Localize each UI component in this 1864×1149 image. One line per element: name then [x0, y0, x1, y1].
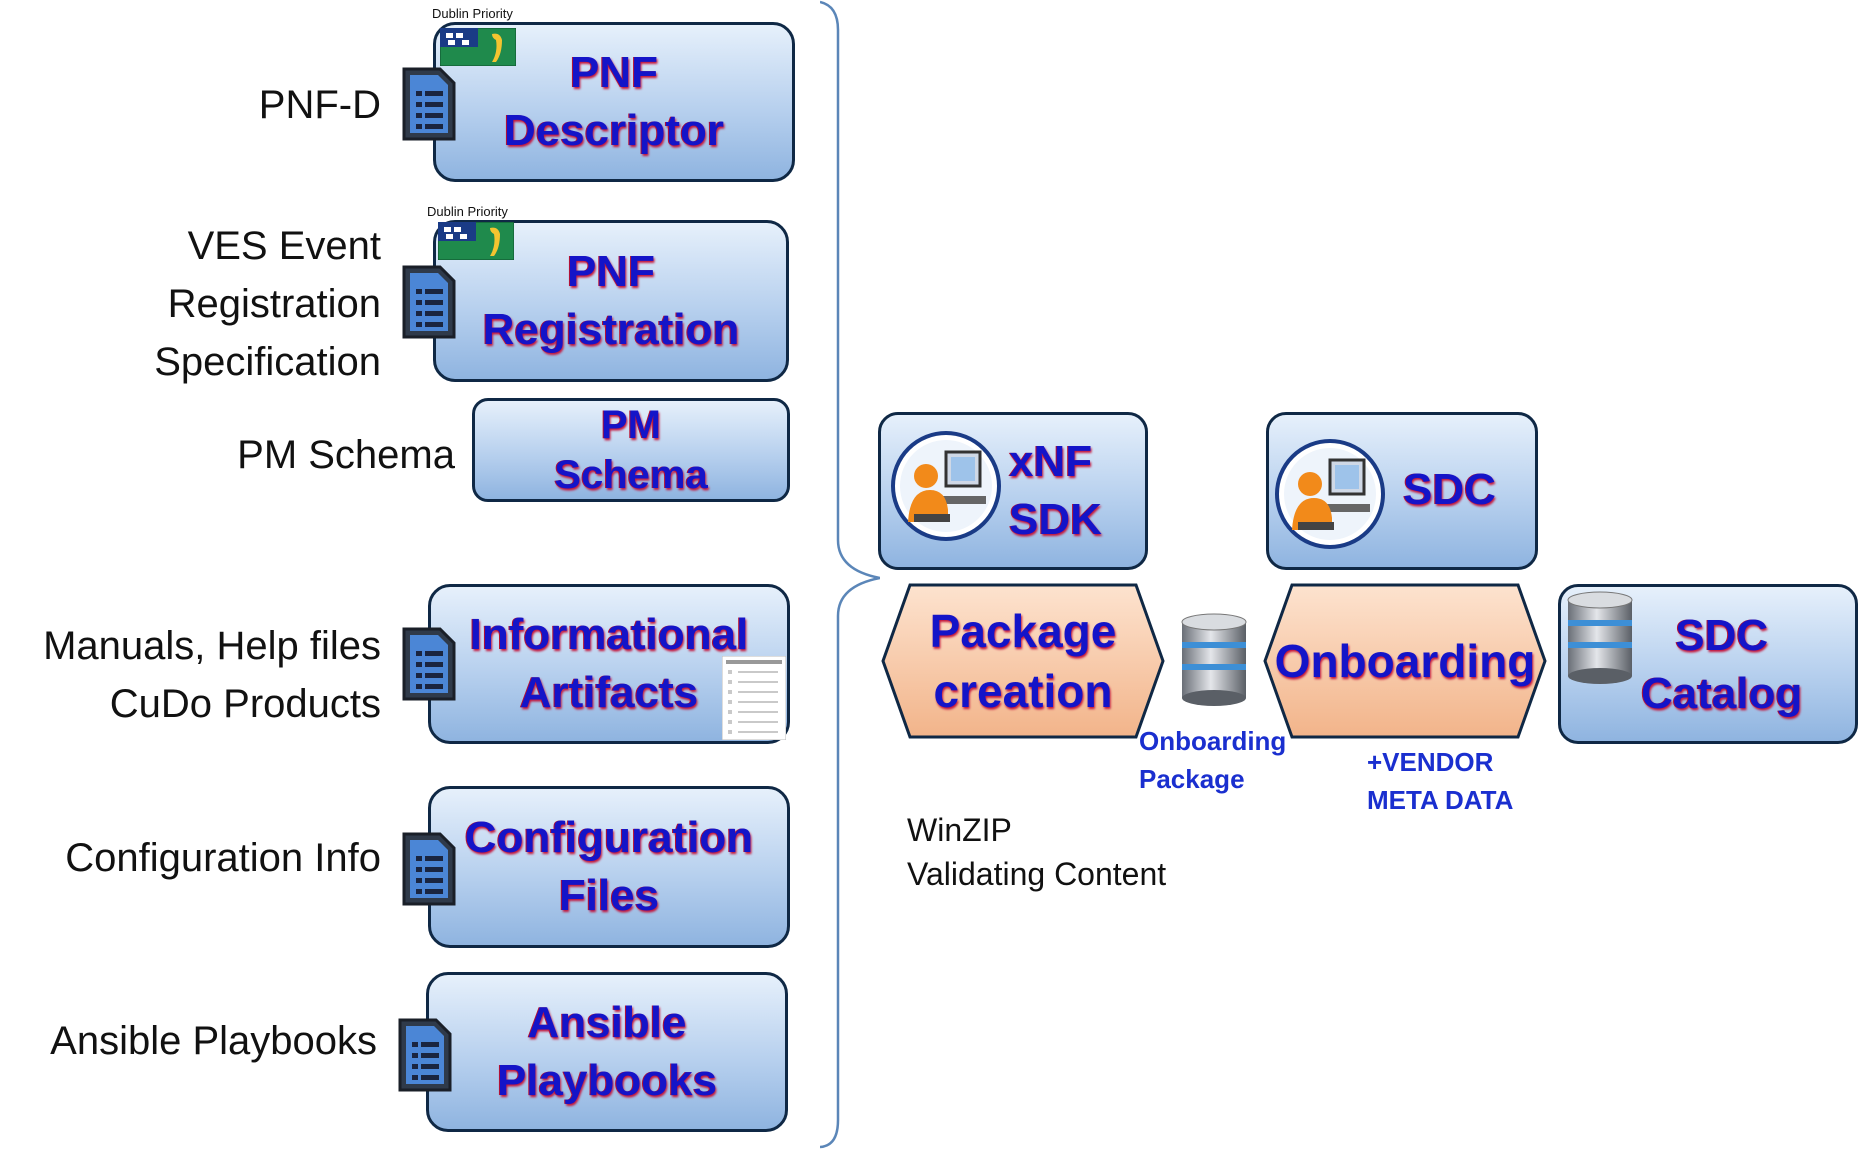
database-icon	[1181, 613, 1247, 706]
document-icon	[402, 832, 456, 906]
document-thumbnail-icon	[722, 656, 786, 740]
document-icon	[398, 1018, 452, 1092]
winzip-note: WinZIP Validating Content	[907, 812, 1167, 892]
pnf-registration-title: PNF Registration	[482, 247, 740, 354]
sdc-title: SDC	[1403, 465, 1496, 514]
pnf-registration-box: PNF Registration	[433, 220, 789, 382]
pm-schema-box: PM Schema	[472, 398, 790, 502]
informational-artifacts-title: Informational Artifacts	[469, 610, 749, 717]
label-manuals: Manuals, Help files CuDo Products	[43, 624, 381, 726]
pnf-descriptor-title: PNF Descriptor	[503, 48, 725, 155]
package-creation-title: Package creation	[929, 605, 1117, 717]
label-ansible-playbooks: Ansible Playbooks	[50, 1019, 377, 1063]
database-icon	[1567, 591, 1633, 684]
ansible-playbooks-box: Ansible Playbooks	[426, 972, 788, 1132]
label-configuration-info: Configuration Info	[65, 836, 381, 880]
xnf-sdk-title: xNF SDK	[1009, 437, 1102, 544]
configuration-files-box: Configuration Files	[428, 786, 790, 948]
configuration-files-title: Configuration Files	[464, 813, 754, 920]
onboarding-package-note: Onboarding Package	[1139, 726, 1287, 794]
label-pnf-d: PNF-D	[258, 83, 381, 127]
flag-caption: Dublin Priority	[427, 204, 508, 219]
user-at-computer-icon	[891, 431, 1001, 541]
document-icon	[402, 67, 456, 141]
document-icon	[402, 265, 456, 339]
dublin-flag-icon	[438, 222, 514, 260]
grouping-brace	[820, 0, 880, 1149]
document-icon	[402, 627, 456, 701]
onboarding-step: Onboarding	[1262, 582, 1548, 740]
vendor-meta-data-note: +VENDOR META DATA	[1367, 747, 1514, 815]
user-at-computer-icon	[1275, 439, 1385, 549]
onboarding-title: Onboarding	[1274, 635, 1536, 687]
label-pm-schema: PM Schema	[237, 433, 455, 477]
flag-caption: Dublin Priority	[432, 6, 513, 21]
pm-schema-title: PM Schema	[554, 403, 708, 497]
label-ves-event: VES Event Registration Specification	[154, 224, 381, 384]
package-creation-step: Package creation	[880, 582, 1166, 740]
ansible-playbooks-title: Ansible Playbooks	[496, 998, 718, 1105]
dublin-flag-icon	[440, 28, 516, 66]
sdc-catalog-title: SDC Catalog	[1641, 611, 1803, 718]
